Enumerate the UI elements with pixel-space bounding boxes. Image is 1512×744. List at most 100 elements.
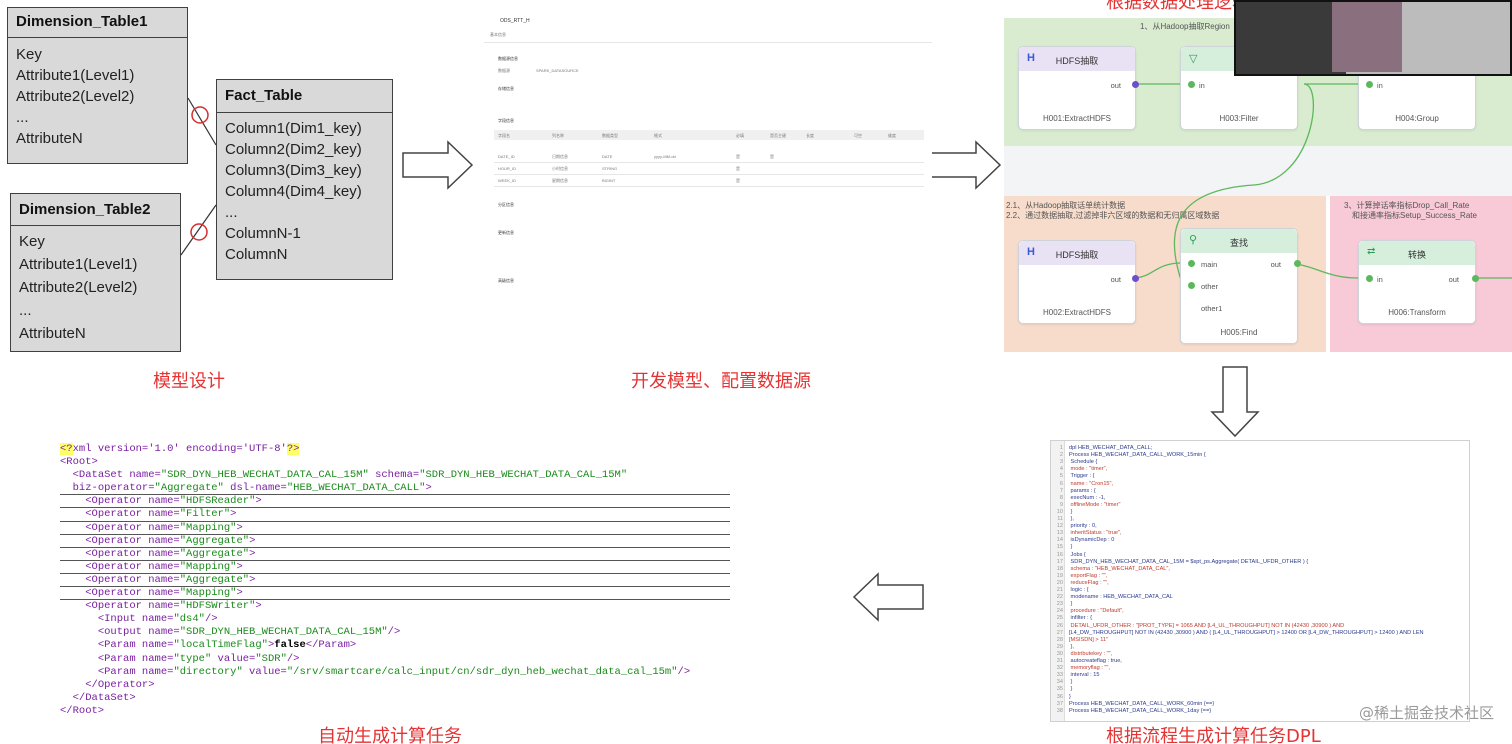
port-dot[interactable]: [1188, 282, 1195, 289]
caption-auto-gen: 自动生成计算任务: [318, 726, 462, 744]
config-cell: 日期信息: [552, 154, 568, 159]
flow-node-h005[interactable]: ⚲ 查找 main out other other1 H005:Find: [1180, 228, 1301, 344]
dim1-row: ...: [16, 109, 29, 126]
xml-biz-attr: biz-operator=: [72, 482, 155, 495]
port-dot[interactable]: [1366, 275, 1373, 282]
dpl-line: 18 schema : "HEB_WECHAT_DATA_CAL",: [1056, 565, 1170, 572]
flow-node-h002[interactable]: H HDFS抽取 out H002:ExtractHDFS: [1018, 240, 1139, 324]
dpl-line-text: modename : HEB_WECHAT_DATA_CAL: [1069, 594, 1173, 601]
xml-operator-name: Filter: [186, 508, 224, 521]
config-tab: 基本信息: [490, 32, 506, 37]
node-id: H003:Filter: [1219, 114, 1259, 123]
config-section2: 存储信息: [498, 86, 514, 91]
config-title: ODS_RTT_H: [500, 18, 530, 24]
caption-model-design: 模型设计: [153, 371, 225, 392]
port-dot[interactable]: [1366, 81, 1373, 88]
flow-node-h001[interactable]: H HDFS抽取 out H001:ExtractHDFS: [1018, 46, 1139, 130]
xml-param3-name: "directory": [173, 665, 243, 678]
xml-operator-name: Aggregate: [186, 534, 243, 547]
port-dot[interactable]: [1472, 275, 1479, 282]
zone3-label-2: 和接通率指标Setup_Success_Rate: [1352, 211, 1477, 220]
dpl-line-text: }: [1069, 686, 1073, 693]
port-dot[interactable]: [1132, 81, 1139, 88]
config-section3: 字段信息: [498, 118, 514, 123]
dpl-line: 9 offlineMode : "timer": [1059, 501, 1121, 508]
config-col: 格式: [654, 133, 662, 138]
config-ds-value: SPARK_DATASOURCE: [536, 68, 579, 73]
dpl-line-text: SDR_DYN_HEB_WECHAT_DATA_CAL_15M = $spt_p…: [1069, 558, 1309, 565]
dim1-row: AttributeN: [16, 130, 83, 147]
config-col: 列名称: [552, 133, 564, 138]
dpl-line: 33 interval : 15: [1056, 672, 1100, 679]
xml-code: <?xml version='1.0' encoding='UTF-8'?> <…: [60, 443, 730, 718]
dim1-row: Key: [16, 46, 42, 63]
dpl-line: 23 }: [1056, 601, 1073, 608]
caption-dpl: 根据流程生成计算任务DPL: [1106, 726, 1321, 744]
node-id: H001:ExtractHDFS: [1042, 114, 1112, 123]
config-cell: BIGINT: [602, 178, 616, 183]
node-id: H005:Find: [1220, 328, 1258, 337]
caption-top-partial: 根据数据处理逻辑: [1106, 0, 1250, 13]
dpl-line-text: }: [1069, 508, 1073, 515]
flow-node-h006[interactable]: ⇄ 转换 in out H006:Transform: [1358, 240, 1479, 324]
xml-dsl-attr: dsl-name=: [223, 482, 287, 495]
dim2-row: Attribute2(Level2): [19, 279, 138, 296]
node-id: H006:Transform: [1388, 308, 1446, 317]
dimension-table2-title: Dimension_Table2: [11, 194, 180, 226]
filter-icon: ▽: [1189, 53, 1198, 65]
xml-input-value: "ds4": [173, 613, 205, 626]
dim1-row: Attribute1(Level1): [16, 67, 135, 84]
config-cell: 是: [736, 178, 740, 183]
xml-biz-value: "Aggregate": [154, 482, 224, 495]
search-icon: ⚲: [1189, 234, 1198, 246]
dpl-line: 6 name : "Cron15",: [1059, 480, 1114, 487]
port-dot[interactable]: [1132, 275, 1139, 282]
xml-schema-attr: schema=: [368, 469, 420, 482]
config-cell: HOUR_ID: [498, 166, 517, 171]
flow-zone-gap: [1004, 146, 1512, 196]
port-dot[interactable]: [1294, 260, 1301, 267]
port-dot[interactable]: [1188, 81, 1195, 88]
dpl-line-text: mode : "timer",: [1069, 466, 1108, 473]
config-cell: yyyy-MM-dd: [654, 154, 676, 159]
dpl-line-text: },: [1069, 643, 1074, 650]
xml-decl: xml version='1.0' encoding='UTF-8': [72, 443, 287, 455]
node-title: HDFS抽取: [1055, 250, 1099, 260]
dim1-row: Attribute2(Level2): [16, 88, 135, 105]
model-config-screenshot: ODS_RTT_H 基本信息 数据源信息 数据源 SPARK_DATASOURC…: [484, 12, 932, 318]
port-dot[interactable]: [1188, 260, 1195, 267]
fact-row: Column4(Dim4_key): [225, 183, 362, 200]
node-port-main: main: [1201, 260, 1218, 269]
dpl-line-text: isDynamicDep : 0: [1069, 537, 1115, 544]
config-col: 是否主键: [770, 133, 786, 138]
xml-param1-name: "localTimeFlag": [173, 639, 268, 652]
dpl-line: 14 isDynamicDep : 0: [1056, 537, 1115, 544]
xml-schema-value: "SDR_DYN_HEB_WECHAT_DATA_CAL_15M": [419, 469, 628, 482]
xml-dataset-name: "SDR_DYN_HEB_WECHAT_DATA_CAL_15M": [160, 469, 369, 482]
xml-output-value: "SDR_DYN_HEB_WECHAT_DATA_CAL_15M": [179, 626, 388, 639]
dpl-line: 30 distributekey : "",: [1056, 650, 1113, 657]
dpl-line-text: autocreateflag : true,: [1069, 658, 1122, 664]
config-col: 字段名: [498, 133, 510, 138]
er-connectors: [180, 97, 217, 256]
arrow-left-icon: [852, 572, 924, 622]
config-col: 可空: [854, 133, 862, 138]
config-col: 必填: [736, 133, 744, 138]
xml-dataset-tag: <DataSet name=: [72, 469, 161, 482]
dpl-line: 34 }: [1056, 679, 1073, 686]
dpl-line-text: [MSISDN] > 11": [1069, 636, 1109, 643]
fact-row: Column3(Dim3_key): [225, 162, 362, 179]
webcam-overlay: [1234, 0, 1512, 76]
dim2-row: ...: [19, 302, 32, 319]
dpl-line-text: Trigger : {: [1069, 473, 1095, 480]
config-cell: DATE_ID: [498, 154, 515, 159]
dpl-line: 36}: [1056, 693, 1071, 700]
config-col: 维度: [888, 133, 896, 138]
fact-row: Column1(Dim1_key): [225, 120, 362, 137]
dpl-line: 32 memoryflag : "",: [1056, 665, 1110, 672]
dpl-line-text: offlineMode : "timer": [1069, 501, 1121, 508]
dpl-line-text: }: [1069, 544, 1073, 551]
